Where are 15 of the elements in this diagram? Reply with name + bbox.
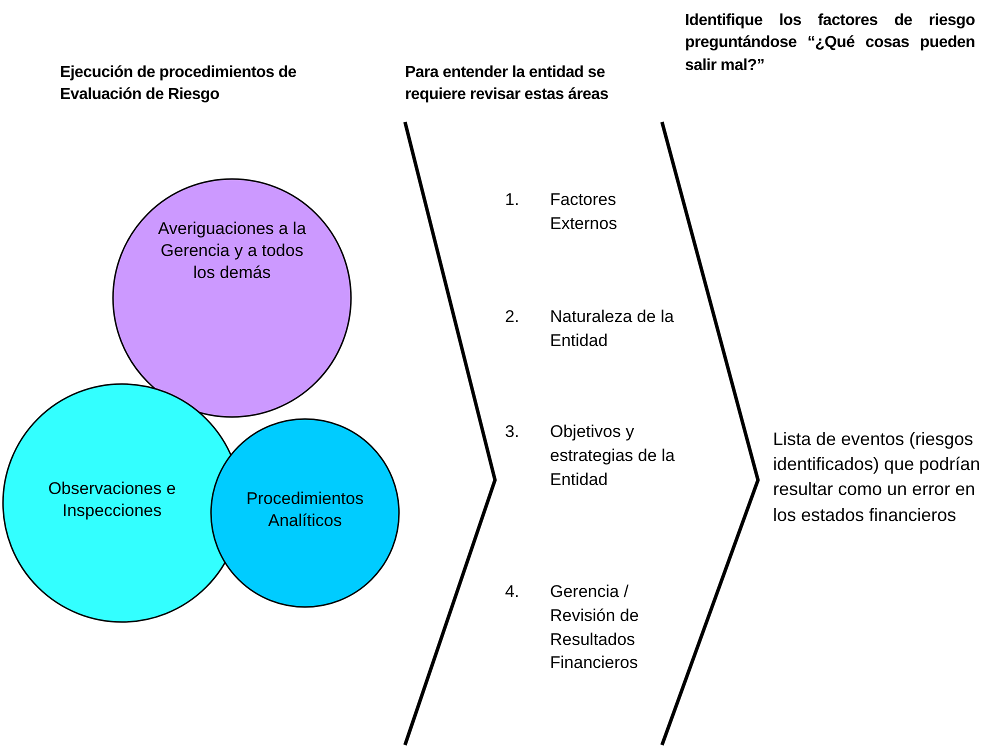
result-text: Lista de eventos (riesgos identificados) que podrían resultar como un error en los estados financieros: [773, 428, 982, 527]
circle-label: Averiguaciones a la Gerencia y a todos los demás: [157, 218, 307, 284]
list-number: 1.: [505, 189, 520, 211]
heading: Para entender la entidad se requiere revisar estas áreas: [405, 63, 610, 106]
list-item: Objetivos y estrategias de la Entidad: [550, 421, 676, 491]
list-number: 2.: [505, 306, 520, 328]
list-item: Gerencia / Revisión de Resultados Financieros: [550, 581, 640, 674]
circle-label: Procedimientos Analíticos: [245, 488, 365, 532]
list-item: Factores Externos: [550, 189, 618, 235]
list-number: 4.: [505, 581, 520, 603]
heading: Ejecución de procedimientos de Evaluación de Riesgo: [60, 63, 298, 106]
list-item: Naturaleza de la Entidad: [550, 306, 675, 352]
list-number: 3.: [505, 421, 520, 443]
heading: Identifique los factores de riesgo preguntándose “¿Qué cosas pueden salir mal?”: [685, 11, 975, 76]
circle-label: Observaciones e Inspecciones: [47, 478, 177, 522]
